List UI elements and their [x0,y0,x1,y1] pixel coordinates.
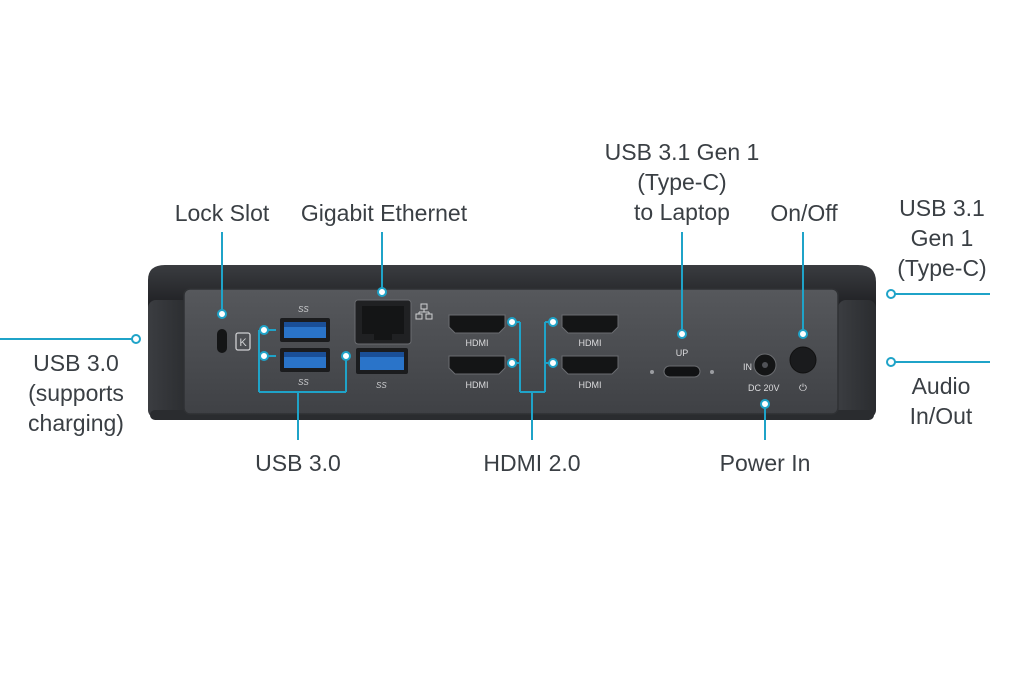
power-button [789,346,817,374]
label-hdmi20: HDMI 2.0 [483,450,581,476]
label-power-in: Power In [719,450,811,476]
dock-housing [148,265,876,420]
hdmi-port-4: HDMI [561,355,619,390]
svg-text:HDMI: HDMI [579,380,602,390]
svg-text:HDMI: HDMI [579,338,602,348]
label-lock-slot: Lock Slot [174,200,270,226]
label-usb31-laptop: USB 3.1 Gen 1 (Type-C) to Laptop [604,139,760,225]
label-gigabit-ethernet: Gigabit Ethernet [300,200,468,226]
lock-slot [217,329,227,353]
usb-a-port-ethernet-side [356,348,408,374]
ss-logo-bottom: SS [298,378,309,387]
hdmi-port-3: HDMI [561,314,619,348]
kensington-icon: K [235,332,251,351]
ss-logo-top: SS [298,305,309,314]
label-usb30-front: USB 3.0 [255,450,341,476]
label-usb30-charging: USB 3.0 (supports charging) [28,350,124,436]
usb-c-port [650,365,714,378]
callout-dots [131,287,896,409]
hdmi-port-2: HDMI [448,355,506,390]
label-audio: Audio In/Out [909,373,973,429]
ss-logo-ethernet: SS [376,381,387,390]
callout-lines [0,232,990,440]
dc-marking: DC 20V [748,383,780,393]
dc-power-jack [753,353,777,377]
hdmi-port-1: HDMI [448,314,506,348]
usb-a-port-bottom [280,348,330,372]
up-marking: UP [676,348,689,358]
label-on-off: On/Off [770,200,838,226]
in-marking: IN [743,362,752,372]
power-symbol-icon: ⏻ [799,383,807,394]
network-icon [415,303,433,320]
svg-text:K: K [239,337,247,349]
svg-text:HDMI: HDMI [466,338,489,348]
usb-a-port-top [280,318,330,342]
ethernet-port [354,299,412,345]
label-usb31-side: USB 3.1 Gen 1 (Type-C) [897,195,987,281]
svg-text:HDMI: HDMI [466,380,489,390]
